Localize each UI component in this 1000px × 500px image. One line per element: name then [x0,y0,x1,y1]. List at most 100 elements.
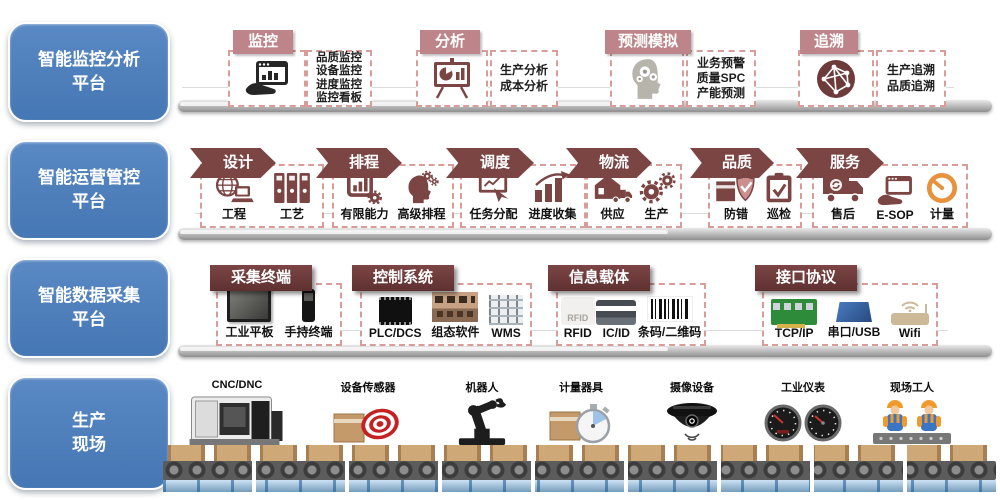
list-item: 质量SPC [696,71,746,85]
tag-analysis: 分析 [420,30,480,54]
header-collection-terminals: 采集终端 [210,265,312,291]
network-card-image [771,299,818,328]
globe-laptop-icon [215,173,254,203]
header-information-carriers: 信息载体 [548,265,650,291]
brain-gears-icon [632,58,661,99]
control-systems-box: PLC/DCS 组态软件 WMS [360,283,532,346]
head-gears-icon [408,170,440,204]
monitoring-items-box: 品质监控 设备监控 进度监控 监控看板 [306,50,372,107]
barcode-image [646,296,693,322]
item-label: 巡检 [766,207,791,221]
scada-software-image [432,292,479,322]
arrow-dispatch: 调度 [446,148,534,178]
item-label: WMS [491,326,521,340]
equipment-label-sensors: 设备传感器 [340,382,396,394]
conveyor-segment-gaps [163,445,996,492]
platform-title: 平台 [72,74,106,93]
hand-screen-icon [877,175,912,206]
item-label: 任务分配 [469,207,518,221]
list-item: 业务预警 [696,56,745,70]
platform-title: 智能监控分析 [38,50,140,70]
gauge-icon [926,172,958,204]
protocol-item-tcp-ip: TCP/IP [771,299,818,340]
item-label: IC/ID [602,326,630,340]
list-item: 监控看板 [316,92,362,104]
plc-chip-image [378,297,412,325]
item-label: E-SOP [876,208,914,222]
item-label: RFID [563,326,592,340]
scheduling-item-finite-capacity: 有限能力 [340,170,389,222]
robot-arm-image [452,394,512,451]
header-control-systems: 控制系统 [352,265,454,291]
rfid-tag-image: RFID [560,297,595,325]
carrier-item-rfid: RFID RFID [560,297,595,340]
camera-equipment-image [665,402,719,449]
conveyor-belt [163,445,996,492]
tag-traceability: 追溯 [800,30,858,54]
connector-line [182,87,954,88]
arrow-logistics: 物流 [566,148,652,178]
item-label: 防错 [723,207,748,221]
gears-icon [639,172,676,204]
binders-icon [274,172,310,204]
protocol-item-wifi: Wifi [890,298,929,340]
shelf-bar [178,228,992,240]
cnc-machine-image [189,393,285,452]
service-item-after-sales: 售后 [821,172,865,222]
item-label: Wifi [898,326,921,340]
item-label: 组态软件 [431,325,480,339]
arrow-quality: 品质 [690,148,774,178]
item-label: 串口/USB [827,325,881,339]
logistics-item-supply: 供应 [593,172,633,222]
quality-item-error-proofing: 防错 [715,172,757,222]
platform-title: 智能运营管控 [38,168,140,188]
progress-chart-icon [535,171,571,202]
wms-racks-image [489,295,524,325]
equipment-label-robot: 机器人 [465,382,499,394]
item-label: 售后 [830,207,855,221]
ic-card-image [596,300,637,325]
platform-title: 生产 [72,411,106,431]
equipment-label-gauges: 工业仪表 [781,382,825,394]
platform-box-data-collection: 智能数据采集 平台 [8,258,170,358]
platform-title: 智能数据采集 [38,286,140,306]
equipment-label-measuring: 计量器具 [559,382,603,394]
wifi-router-image [890,304,929,325]
list-item: 品质追溯 [886,79,935,93]
equipment-label-camera: 摄像设备 [670,382,714,394]
arrow-design: 设计 [190,148,276,178]
item-label: 条码/二维码 [637,325,702,339]
list-item: 生产分析 [499,62,548,77]
arrow-scheduling: 排程 [316,148,402,178]
information-carriers-box: RFID RFID IC/ID 条码/二维码 [556,283,706,346]
item-label: 工业平板 [225,325,274,339]
platform-title: 平台 [72,310,106,329]
item-label: 供应 [600,207,625,221]
interface-protocols-box: TCP/IP 串口/USB Wifi [762,283,938,346]
tag-monitoring: 监控 [233,30,293,54]
prediction-icon-box [610,50,684,107]
presentation-pie-chart-icon [434,57,470,99]
service-truck-icon [823,177,863,203]
analysis-icon-box [416,50,488,107]
list-item: 产能预测 [696,86,745,100]
industrial-tablet-image [227,288,272,322]
dispatch-item-progress-collection: 进度收集 [528,170,577,222]
field-workers-image [871,400,953,451]
item-label: PLC/DCS [368,326,422,340]
item-label: 生产 [644,207,669,221]
quality-item-inspection: 巡检 [763,172,795,222]
platform-title: 平台 [72,192,106,211]
prediction-items-box: 业务预警 质量SPC 产能预测 [686,50,756,107]
carrier-item-barcode: 条码/二维码 [638,296,701,340]
equipment-label-workers: 现场工人 [890,382,934,394]
terminal-item-handheld: 手持终端 [284,289,333,340]
traceability-icon-box [798,50,874,107]
list-item: 进度监控 [316,78,362,91]
list-item: 品质监控 [316,51,362,64]
carrier-item-ic-id: IC/ID [596,300,637,340]
item-label: 高级排程 [397,207,446,221]
box-shield-icon [716,174,755,202]
equipment-label-cnc: CNC/DNC [211,379,263,391]
